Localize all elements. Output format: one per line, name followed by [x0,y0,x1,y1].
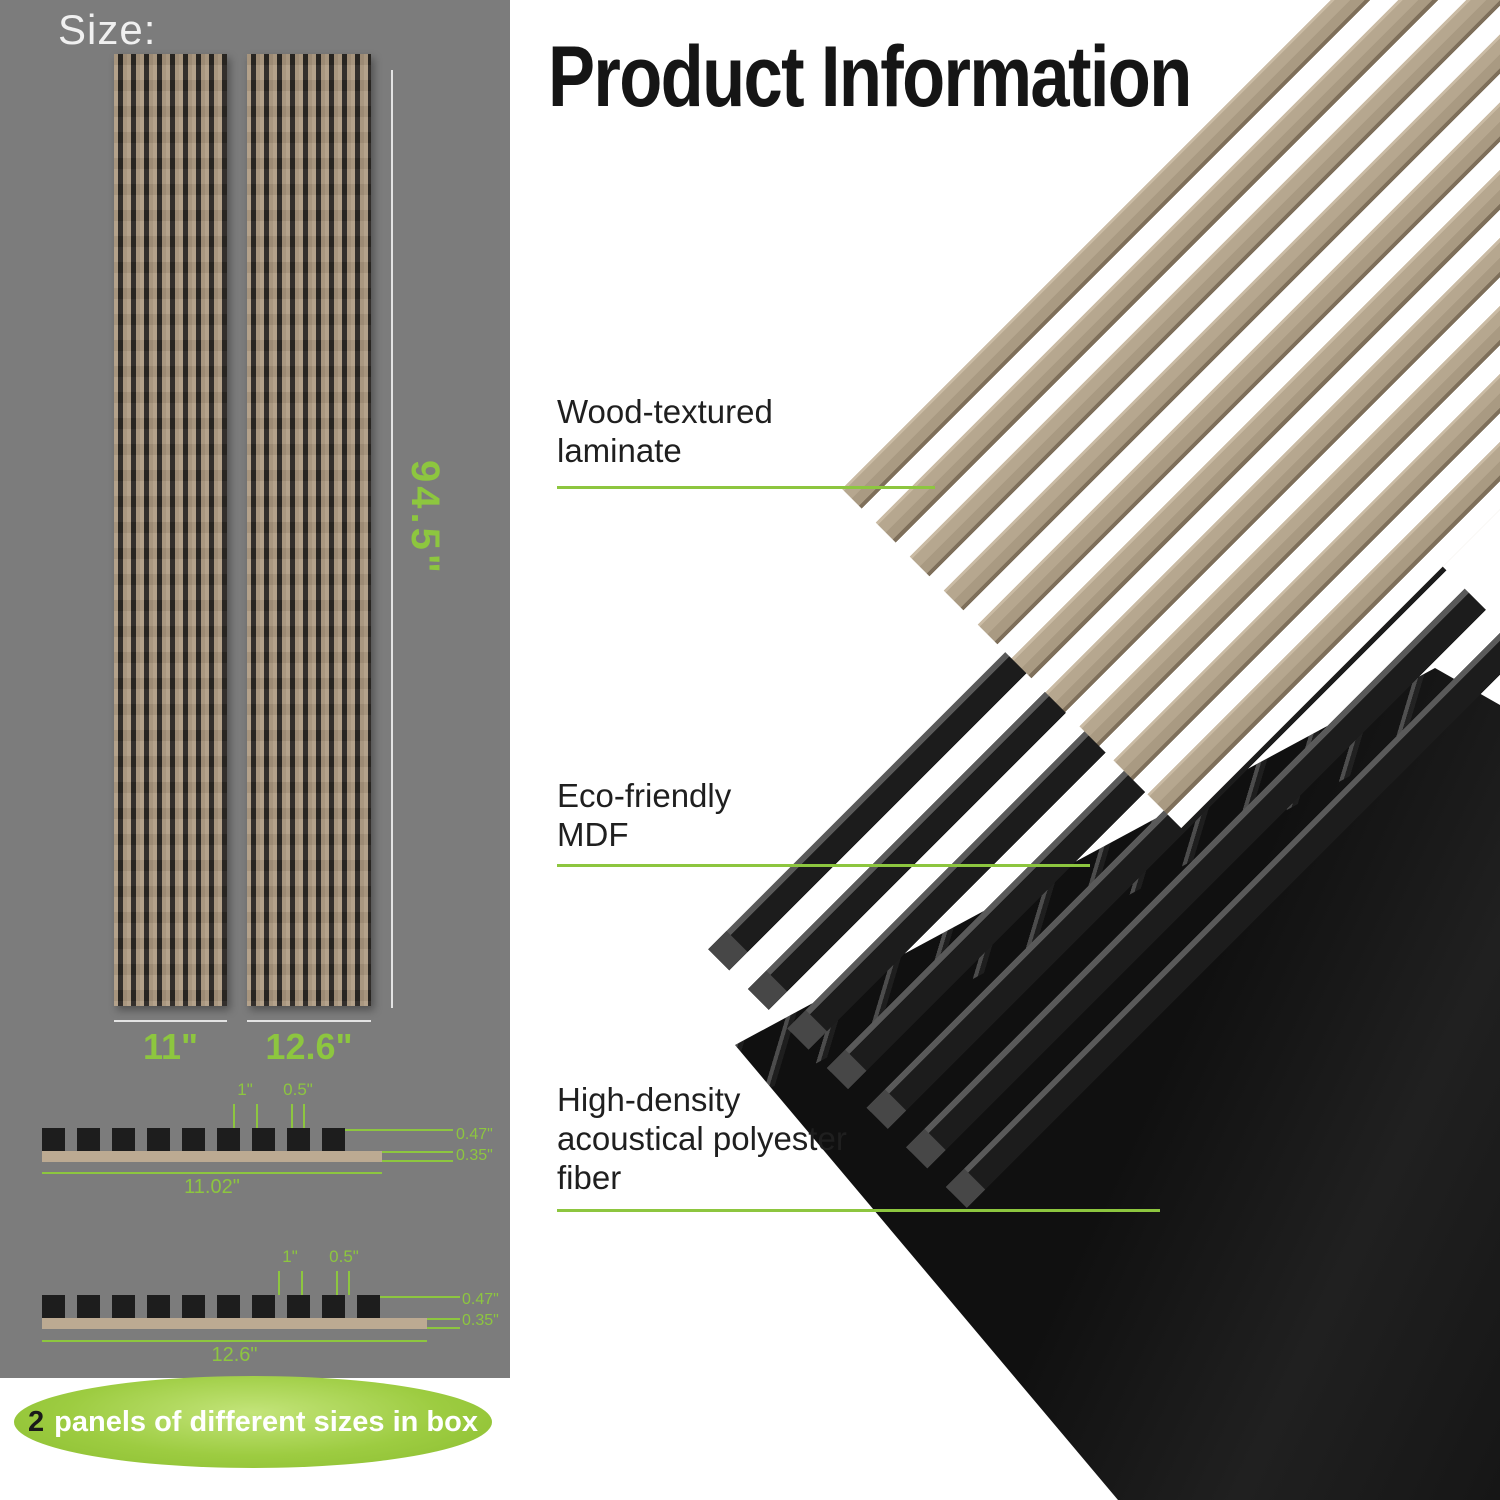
xs1-tick [303,1104,305,1128]
xs1-slat-width-label: 1" [237,1080,253,1099]
callout-laminate-line1: Wood-textured [557,393,773,430]
xs2-base-strip [42,1318,427,1329]
xs1-tick [291,1104,293,1128]
callout-fiber-line2: acoustical polyester [557,1120,847,1157]
xs1-gap-width-label: 0.5" [283,1080,313,1099]
slat-panel-wide [247,54,371,1006]
size-heading: Size: [58,6,157,53]
badge-text: panels of different sizes in box [54,1405,478,1438]
callout-fiber-line3: fiber [557,1159,622,1196]
callout-fiber: High-density acoustical polyester fiber [557,1080,847,1197]
xs1-base-strip [42,1151,382,1162]
width-dimension-line-narrow [114,1020,227,1022]
xs1-total-width-line [42,1172,382,1174]
xs1-base-thickness-label: 0.35" [456,1147,493,1164]
xs1-slat-thickness-label: 0.47" [456,1126,493,1143]
xs2-thickness-line [427,1318,460,1320]
width-dimension-line-wide [247,1020,371,1022]
page-title: Product Information [548,29,1192,125]
xs2-tick [278,1271,280,1295]
callout-mdf-line1: Eco-friendly [557,777,732,814]
slat-panel-narrow [114,54,227,1006]
xs2-thickness-line [427,1327,460,1329]
callout-laminate-line2: laminate [557,432,682,469]
height-dimension-label: 94.5" [403,460,447,577]
xs2-slat-thickness-label: 0.47" [462,1291,499,1308]
pointer-line-fiber [557,1209,1160,1212]
xs2-total-width-label: 12.6" [211,1344,258,1366]
xs2-tick [348,1271,350,1295]
xs1-tick [233,1104,235,1128]
xs1-tick [256,1104,258,1128]
xs2-total-width-line [42,1340,427,1342]
xs2-tick [336,1271,338,1295]
xs1-total-width-label: 11.02" [184,1176,240,1198]
callout-laminate: Wood-textured laminate [557,392,773,470]
width-dimension-label-narrow: 11" [142,1026,199,1067]
badge-count: 2 [28,1405,45,1438]
callout-mdf-line2: MDF [557,816,629,853]
xs1-thickness-line [382,1151,453,1153]
height-dimension-line [391,70,393,1008]
xs2-slat-squares [42,1295,380,1318]
xs2-thickness-line [380,1296,460,1298]
xs2-gap-width-label: 0.5" [329,1247,359,1266]
pointer-line-mdf [557,864,1090,867]
callout-mdf: Eco-friendly MDF [557,776,731,854]
callout-fiber-line1: High-density [557,1081,741,1118]
xs2-slat-width-label: 1" [282,1247,298,1266]
xs2-tick [301,1271,303,1295]
pointer-line-laminate [557,486,935,489]
xs2-base-thickness-label: 0.35" [462,1312,499,1329]
xs1-slat-squares [42,1128,345,1151]
xs1-thickness-line [345,1129,453,1131]
panels-count-badge: 2 panels of different sizes in box [14,1376,492,1468]
width-dimension-label-wide: 12.6" [265,1026,353,1067]
xs1-thickness-line [382,1160,453,1162]
